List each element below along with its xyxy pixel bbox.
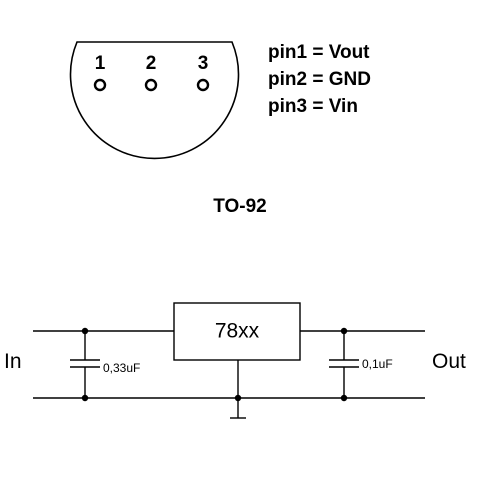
input-cap-value: 0,33uF bbox=[103, 361, 140, 375]
regulator-circuit: 78xx 0,33uF 0,1uF In Out bbox=[4, 302, 466, 419]
junction-dot-ground bbox=[234, 394, 242, 402]
regulator-block bbox=[173, 302, 301, 361]
pin-map-line-1: pin1 = Vout bbox=[268, 42, 370, 63]
to92-body-outline bbox=[69, 41, 240, 160]
to92-package: 1 2 3 bbox=[69, 41, 240, 160]
pin-number-1: 1 bbox=[95, 53, 106, 74]
junction-dot-input-bottom bbox=[81, 394, 89, 402]
pin-number-3: 3 bbox=[198, 53, 209, 74]
input-capacitor bbox=[70, 331, 100, 398]
pin-map-line-3: pin3 = Vin bbox=[268, 96, 358, 117]
junction-dot-output-top bbox=[340, 327, 348, 335]
output-cap-value: 0,1uF bbox=[362, 357, 393, 371]
pin-number-2: 2 bbox=[146, 53, 157, 74]
package-name: TO-92 bbox=[213, 196, 267, 217]
regulator-label: 78xx bbox=[215, 320, 260, 343]
junction-dot-input-top bbox=[81, 327, 89, 335]
pin-hole-2 bbox=[144, 78, 158, 92]
junction-dot-output-bottom bbox=[340, 394, 348, 402]
pin-map-line-2: pin2 = GND bbox=[268, 69, 371, 90]
pin-hole-3 bbox=[196, 78, 210, 92]
output-capacitor bbox=[329, 331, 359, 398]
pin-hole-1 bbox=[93, 78, 107, 92]
output-label: Out bbox=[432, 350, 466, 373]
pin-mapping: pin1 = Vout pin2 = GND pin3 = Vin bbox=[268, 42, 371, 117]
input-label: In bbox=[4, 350, 22, 373]
